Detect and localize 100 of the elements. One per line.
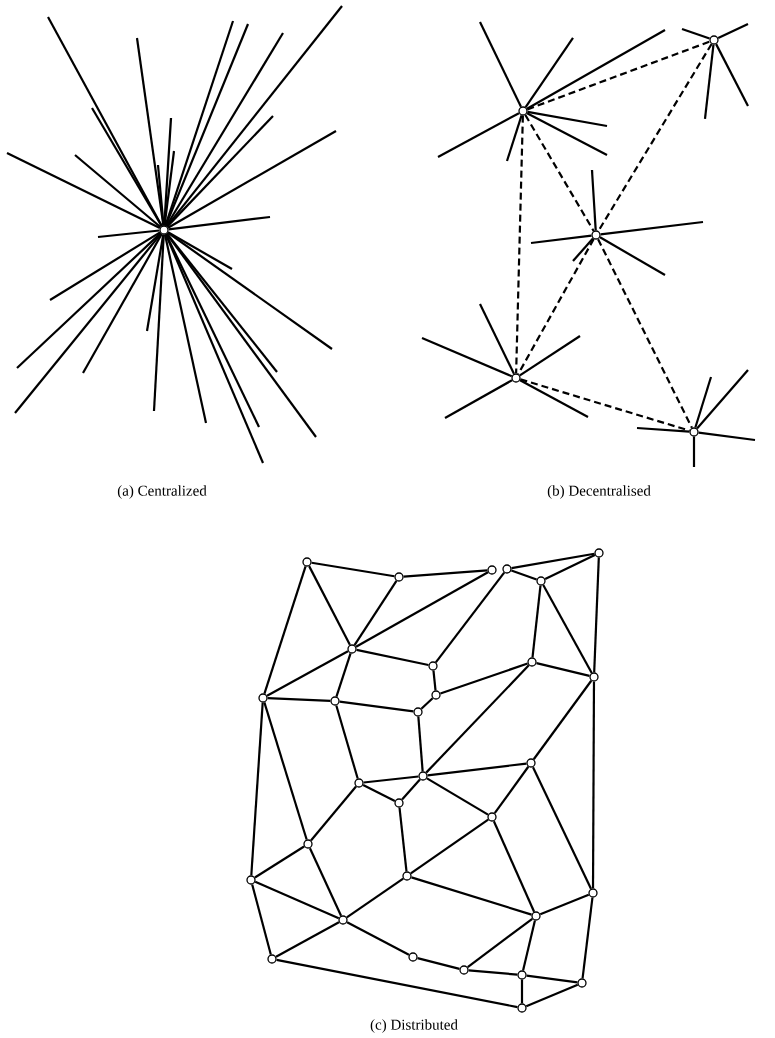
spoke-line	[168, 215, 271, 231]
spoke-line	[717, 23, 749, 39]
spoke-line	[82, 233, 163, 374]
link-line	[362, 784, 396, 802]
spoke-line	[696, 369, 749, 430]
spoke-line	[74, 154, 162, 228]
link-line	[411, 876, 532, 916]
spoke-line	[636, 426, 690, 433]
link-line	[417, 957, 460, 970]
link-line	[363, 775, 419, 784]
dashed-link	[520, 378, 690, 432]
spoke-line	[167, 231, 233, 270]
spoke-line	[524, 37, 574, 108]
dashed-link	[526, 40, 711, 111]
link-line	[531, 585, 542, 658]
spoke-line	[599, 236, 666, 276]
spoke-line	[479, 21, 522, 108]
spoke-line	[165, 32, 284, 227]
spoke-line	[715, 43, 749, 107]
link-line	[468, 969, 518, 976]
link-line	[432, 670, 437, 691]
link-line	[536, 662, 590, 677]
spoke-line	[6, 152, 161, 229]
link-line	[251, 884, 272, 955]
link-line	[356, 648, 429, 667]
link-line	[593, 557, 600, 673]
spoke-line	[145, 234, 165, 332]
link-line	[339, 700, 414, 713]
link-line	[426, 777, 489, 816]
spoke-line	[505, 115, 523, 162]
spoke-line	[164, 23, 249, 227]
link-line	[335, 705, 359, 779]
link-line	[467, 917, 533, 969]
spoke-line	[167, 130, 337, 229]
link-line	[310, 785, 357, 842]
link-line	[511, 569, 537, 581]
link-line	[403, 569, 488, 578]
link-line	[420, 697, 434, 710]
spoke-line	[156, 164, 165, 226]
dashed-link	[597, 43, 713, 232]
link-line	[398, 807, 408, 872]
link-line	[427, 762, 527, 777]
spoke-line	[526, 29, 666, 110]
spoke-line	[47, 16, 163, 227]
link-line	[335, 653, 352, 697]
spoke-line	[692, 436, 696, 467]
spoke-line	[527, 110, 608, 128]
link-line	[254, 880, 340, 920]
link-line	[532, 766, 592, 890]
spoke-line	[97, 229, 160, 239]
link-line	[425, 664, 530, 774]
link-line	[355, 571, 489, 648]
link-line	[346, 877, 404, 919]
spoke-line	[421, 336, 513, 378]
spoke-line	[703, 44, 715, 120]
spoke-line	[164, 233, 264, 464]
link-line	[353, 580, 398, 646]
link-line	[542, 584, 593, 674]
spoke-line	[698, 431, 756, 442]
spoke-line	[572, 237, 594, 262]
link-line	[308, 847, 343, 917]
panel-caption: (b) Decentralised	[547, 485, 651, 499]
spoke-line	[600, 220, 704, 236]
link-line	[254, 845, 305, 879]
link-line	[276, 958, 518, 1009]
spoke-line	[49, 231, 161, 301]
spoke-line	[16, 232, 162, 369]
dashed-link	[517, 238, 595, 375]
link-line	[263, 702, 308, 840]
spoke-line	[167, 231, 333, 350]
dashed-link	[515, 115, 524, 374]
spoke-line	[694, 376, 713, 428]
spoke-line	[91, 107, 163, 227]
link-line	[311, 561, 395, 578]
link-line	[417, 716, 424, 772]
link-line	[263, 566, 307, 694]
link-line	[520, 979, 524, 1004]
spoke-line	[519, 379, 589, 418]
spoke-line	[166, 232, 278, 373]
link-line	[410, 818, 489, 875]
spoke-line	[526, 112, 608, 156]
panel-caption: (a) Centralized	[117, 485, 207, 499]
spoke-line	[166, 115, 274, 228]
link-line	[539, 893, 590, 916]
spoke-line	[163, 234, 208, 424]
spoke-line	[152, 234, 165, 412]
link-line	[544, 554, 596, 580]
spoke-line	[437, 112, 520, 158]
link-line	[434, 572, 506, 663]
link-line	[581, 897, 594, 979]
spoke-line	[166, 5, 343, 228]
spoke-line	[590, 169, 597, 231]
spoke-line	[444, 379, 513, 419]
link-line	[308, 565, 351, 646]
link-line	[346, 921, 410, 956]
link-line	[401, 778, 421, 801]
link-line	[532, 680, 593, 760]
spoke-line	[479, 303, 515, 375]
dashed-link	[597, 238, 693, 429]
link-line	[275, 921, 340, 958]
